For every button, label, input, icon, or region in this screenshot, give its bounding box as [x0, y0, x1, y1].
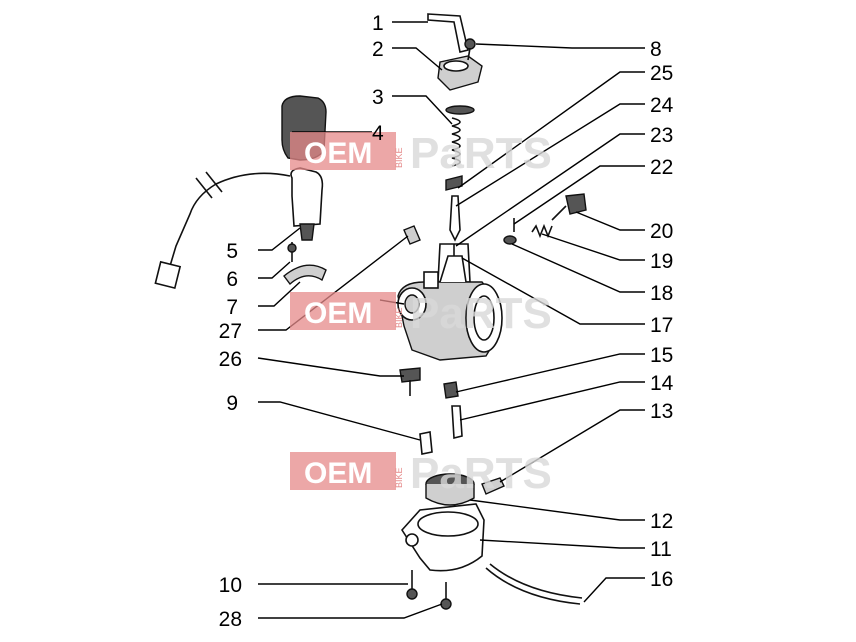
part-25-clip — [445, 175, 463, 191]
part-13-pin — [481, 477, 505, 495]
part-17-carburetor-body — [397, 255, 503, 361]
callout-24: 24 — [650, 94, 674, 117]
watermark-bike-text: BIKE — [394, 147, 404, 168]
callout-27: 27 — [219, 320, 242, 343]
callout-18: 18 — [650, 282, 673, 305]
part-9-jet — [419, 431, 433, 455]
part-1-fuel-fitting — [427, 13, 469, 53]
callout-2: 2 — [372, 38, 384, 61]
watermark-middle: OEM BIKE PaRTS — [290, 289, 552, 338]
callout-20: 20 — [650, 220, 673, 243]
callout-4: 4 — [372, 122, 384, 145]
callout-16: 16 — [650, 568, 673, 591]
part-15-jet — [443, 381, 459, 399]
callout-17: 17 — [650, 314, 673, 337]
callout-3: 3 — [372, 86, 384, 109]
watermark-oem-text: OEM — [304, 457, 372, 490]
callout-19: 19 — [650, 250, 673, 273]
callout-14: 14 — [650, 372, 674, 395]
part-19-spring — [531, 223, 553, 239]
callout-6: 6 — [226, 268, 238, 291]
watermark-top: OEM BIKE PaRTS — [290, 129, 552, 178]
part-5-choke-cable — [154, 167, 324, 290]
part-8-screw — [464, 38, 476, 61]
watermark-parts-text: PaRTS — [410, 449, 552, 498]
callout-26: 26 — [219, 348, 242, 371]
callout-9: 9 — [226, 392, 238, 415]
part-27-clip — [403, 225, 421, 245]
part-14-tube — [451, 405, 463, 440]
callout-7: 7 — [226, 296, 238, 319]
callout-25: 25 — [650, 62, 673, 85]
part-18-oring — [503, 235, 517, 245]
watermark-bottom: OEM BIKE PaRTS — [290, 449, 552, 498]
watermark-bike-text: BIKE — [394, 307, 404, 328]
part-16-hose — [485, 563, 583, 605]
part-6-screw — [287, 242, 297, 262]
part-2-top-cover — [437, 55, 483, 91]
part-20-screw — [551, 193, 587, 221]
callout-labels: 1 2 3 4 5 6 7 8 9 10 11 12 13 14 15 16 1… — [219, 12, 674, 631]
callout-11: 11 — [650, 538, 672, 561]
part-28-screw — [440, 582, 452, 610]
callout-8: 8 — [650, 38, 662, 61]
part-7-clamp — [283, 264, 327, 286]
part-11-float-bowl — [400, 503, 485, 572]
callout-22: 22 — [650, 156, 673, 179]
part-3-spring — [445, 105, 475, 167]
callout-23: 23 — [650, 124, 673, 147]
watermark-parts-text: PaRTS — [410, 289, 552, 338]
parts-illustration — [154, 13, 587, 610]
callout-12: 12 — [650, 510, 673, 533]
watermark-oem-text: OEM — [304, 137, 372, 170]
callout-13: 13 — [650, 400, 673, 423]
callout-28: 28 — [219, 608, 242, 631]
watermark-oem-text: OEM — [304, 297, 372, 330]
callout-15: 15 — [650, 344, 673, 367]
callout-1: 1 — [372, 12, 384, 35]
part-12-float — [425, 473, 475, 506]
watermark-parts-text: PaRTS — [410, 129, 552, 178]
callout-5: 5 — [226, 240, 238, 263]
part-26-screw — [399, 367, 421, 396]
callout-10: 10 — [219, 574, 242, 597]
watermark-bike-text: BIKE — [394, 467, 404, 488]
leader-lines — [257, 21, 645, 619]
part-24-needle — [449, 195, 461, 242]
part-10-screw — [406, 570, 418, 600]
